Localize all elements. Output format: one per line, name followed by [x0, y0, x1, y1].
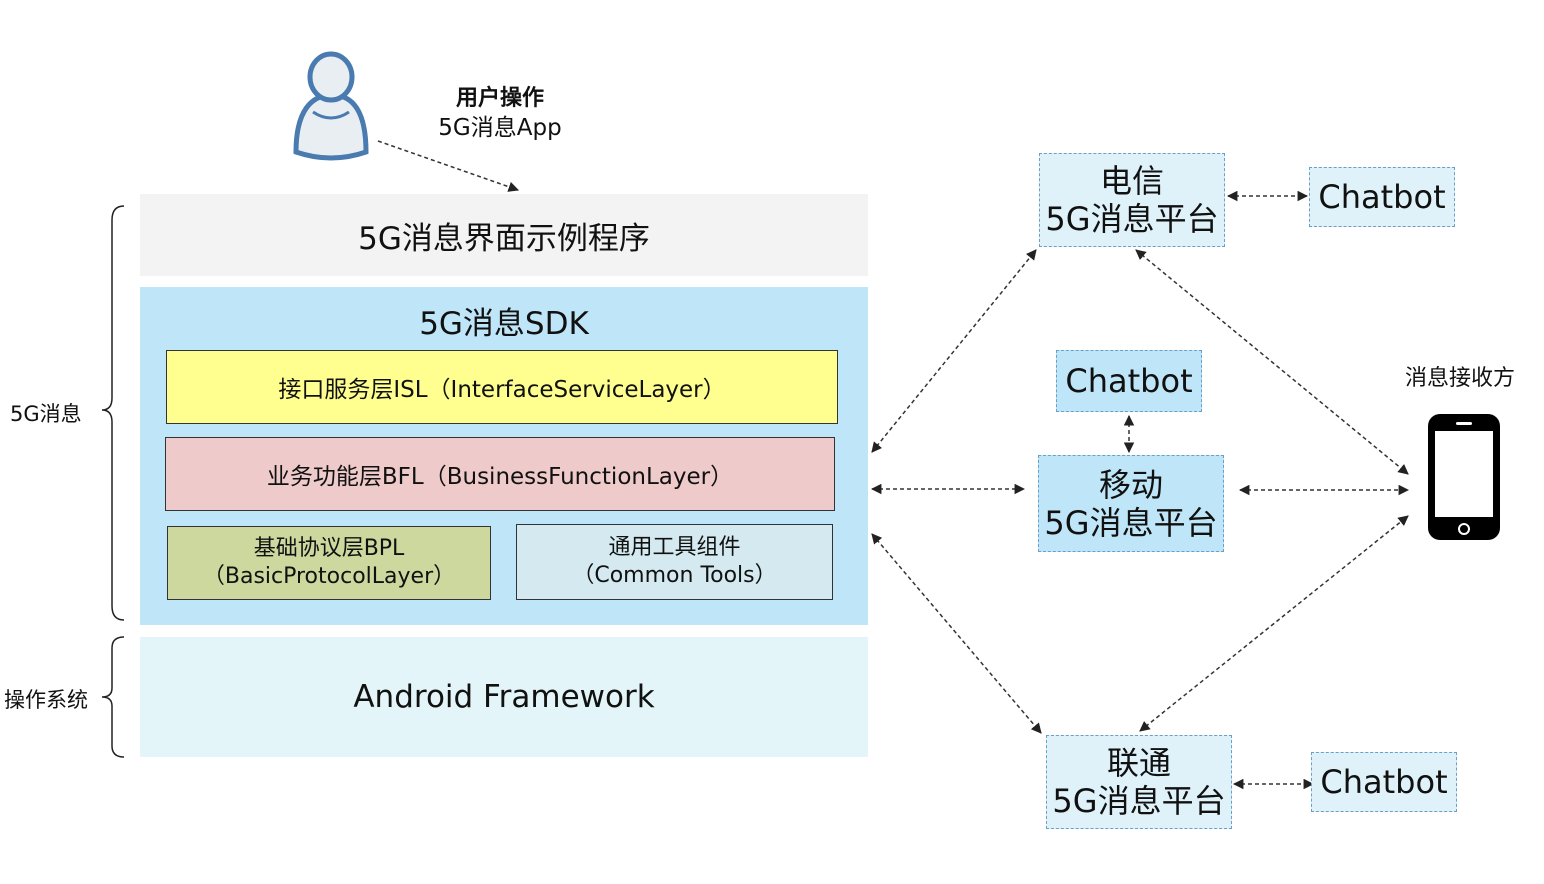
common-tools-line2: （Common Tools） [572, 563, 777, 588]
mobile-platform-box: 移动 5G消息平台 [1038, 455, 1224, 552]
telecom-platform-line1: 电信 [1099, 162, 1164, 200]
smartphone-icon [1428, 414, 1500, 540]
telecom-platform-box: 电信 5G消息平台 [1039, 153, 1225, 247]
bpl-line2: （BasicProtocolLayer） [202, 564, 456, 589]
unicom-platform-box: 联通 5G消息平台 [1046, 735, 1232, 829]
user-icon [293, 51, 369, 161]
app-layer-box: 5G消息界面示例程序 [140, 194, 868, 276]
user-action-title: 用户操作 [455, 86, 544, 111]
bpl-line1: 基础协议层BPL [253, 536, 405, 561]
chatbot-telecom-box: Chatbot [1309, 167, 1455, 227]
android-framework-box: Android Framework [140, 637, 868, 757]
chatbot-mobile-box: Chatbot [1056, 350, 1202, 412]
side-label-os: 操作系统 [4, 688, 88, 712]
brace-5g-message [101, 205, 125, 621]
common-tools-line1: 通用工具组件 [608, 535, 741, 560]
user-app-label: 5G消息App [438, 115, 562, 141]
bfl-layer-box: 业务功能层BFL（BusinessFunctionLayer） [165, 437, 835, 511]
sdk-title: 5G消息SDK [419, 306, 589, 342]
mobile-platform-line1: 移动 [1098, 465, 1163, 504]
unicom-platform-line1: 联通 [1106, 744, 1171, 782]
unicom-platform-line2: 5G消息平台 [1052, 782, 1226, 820]
common-tools-box: 通用工具组件 （Common Tools） [516, 524, 833, 600]
bpl-layer-box: 基础协议层BPL （BasicProtocolLayer） [167, 526, 491, 600]
brace-os [101, 636, 125, 758]
telecom-platform-line2: 5G消息平台 [1045, 200, 1219, 238]
chatbot-unicom-box: Chatbot [1311, 752, 1457, 812]
receiver-label: 消息接收方 [1404, 366, 1515, 391]
side-label-5g-message: 5G消息 [10, 402, 82, 426]
mobile-platform-line2: 5G消息平台 [1044, 503, 1218, 542]
user-arrow [377, 140, 519, 192]
isl-layer-box: 接口服务层ISL（InterfaceServiceLayer） [166, 350, 838, 424]
